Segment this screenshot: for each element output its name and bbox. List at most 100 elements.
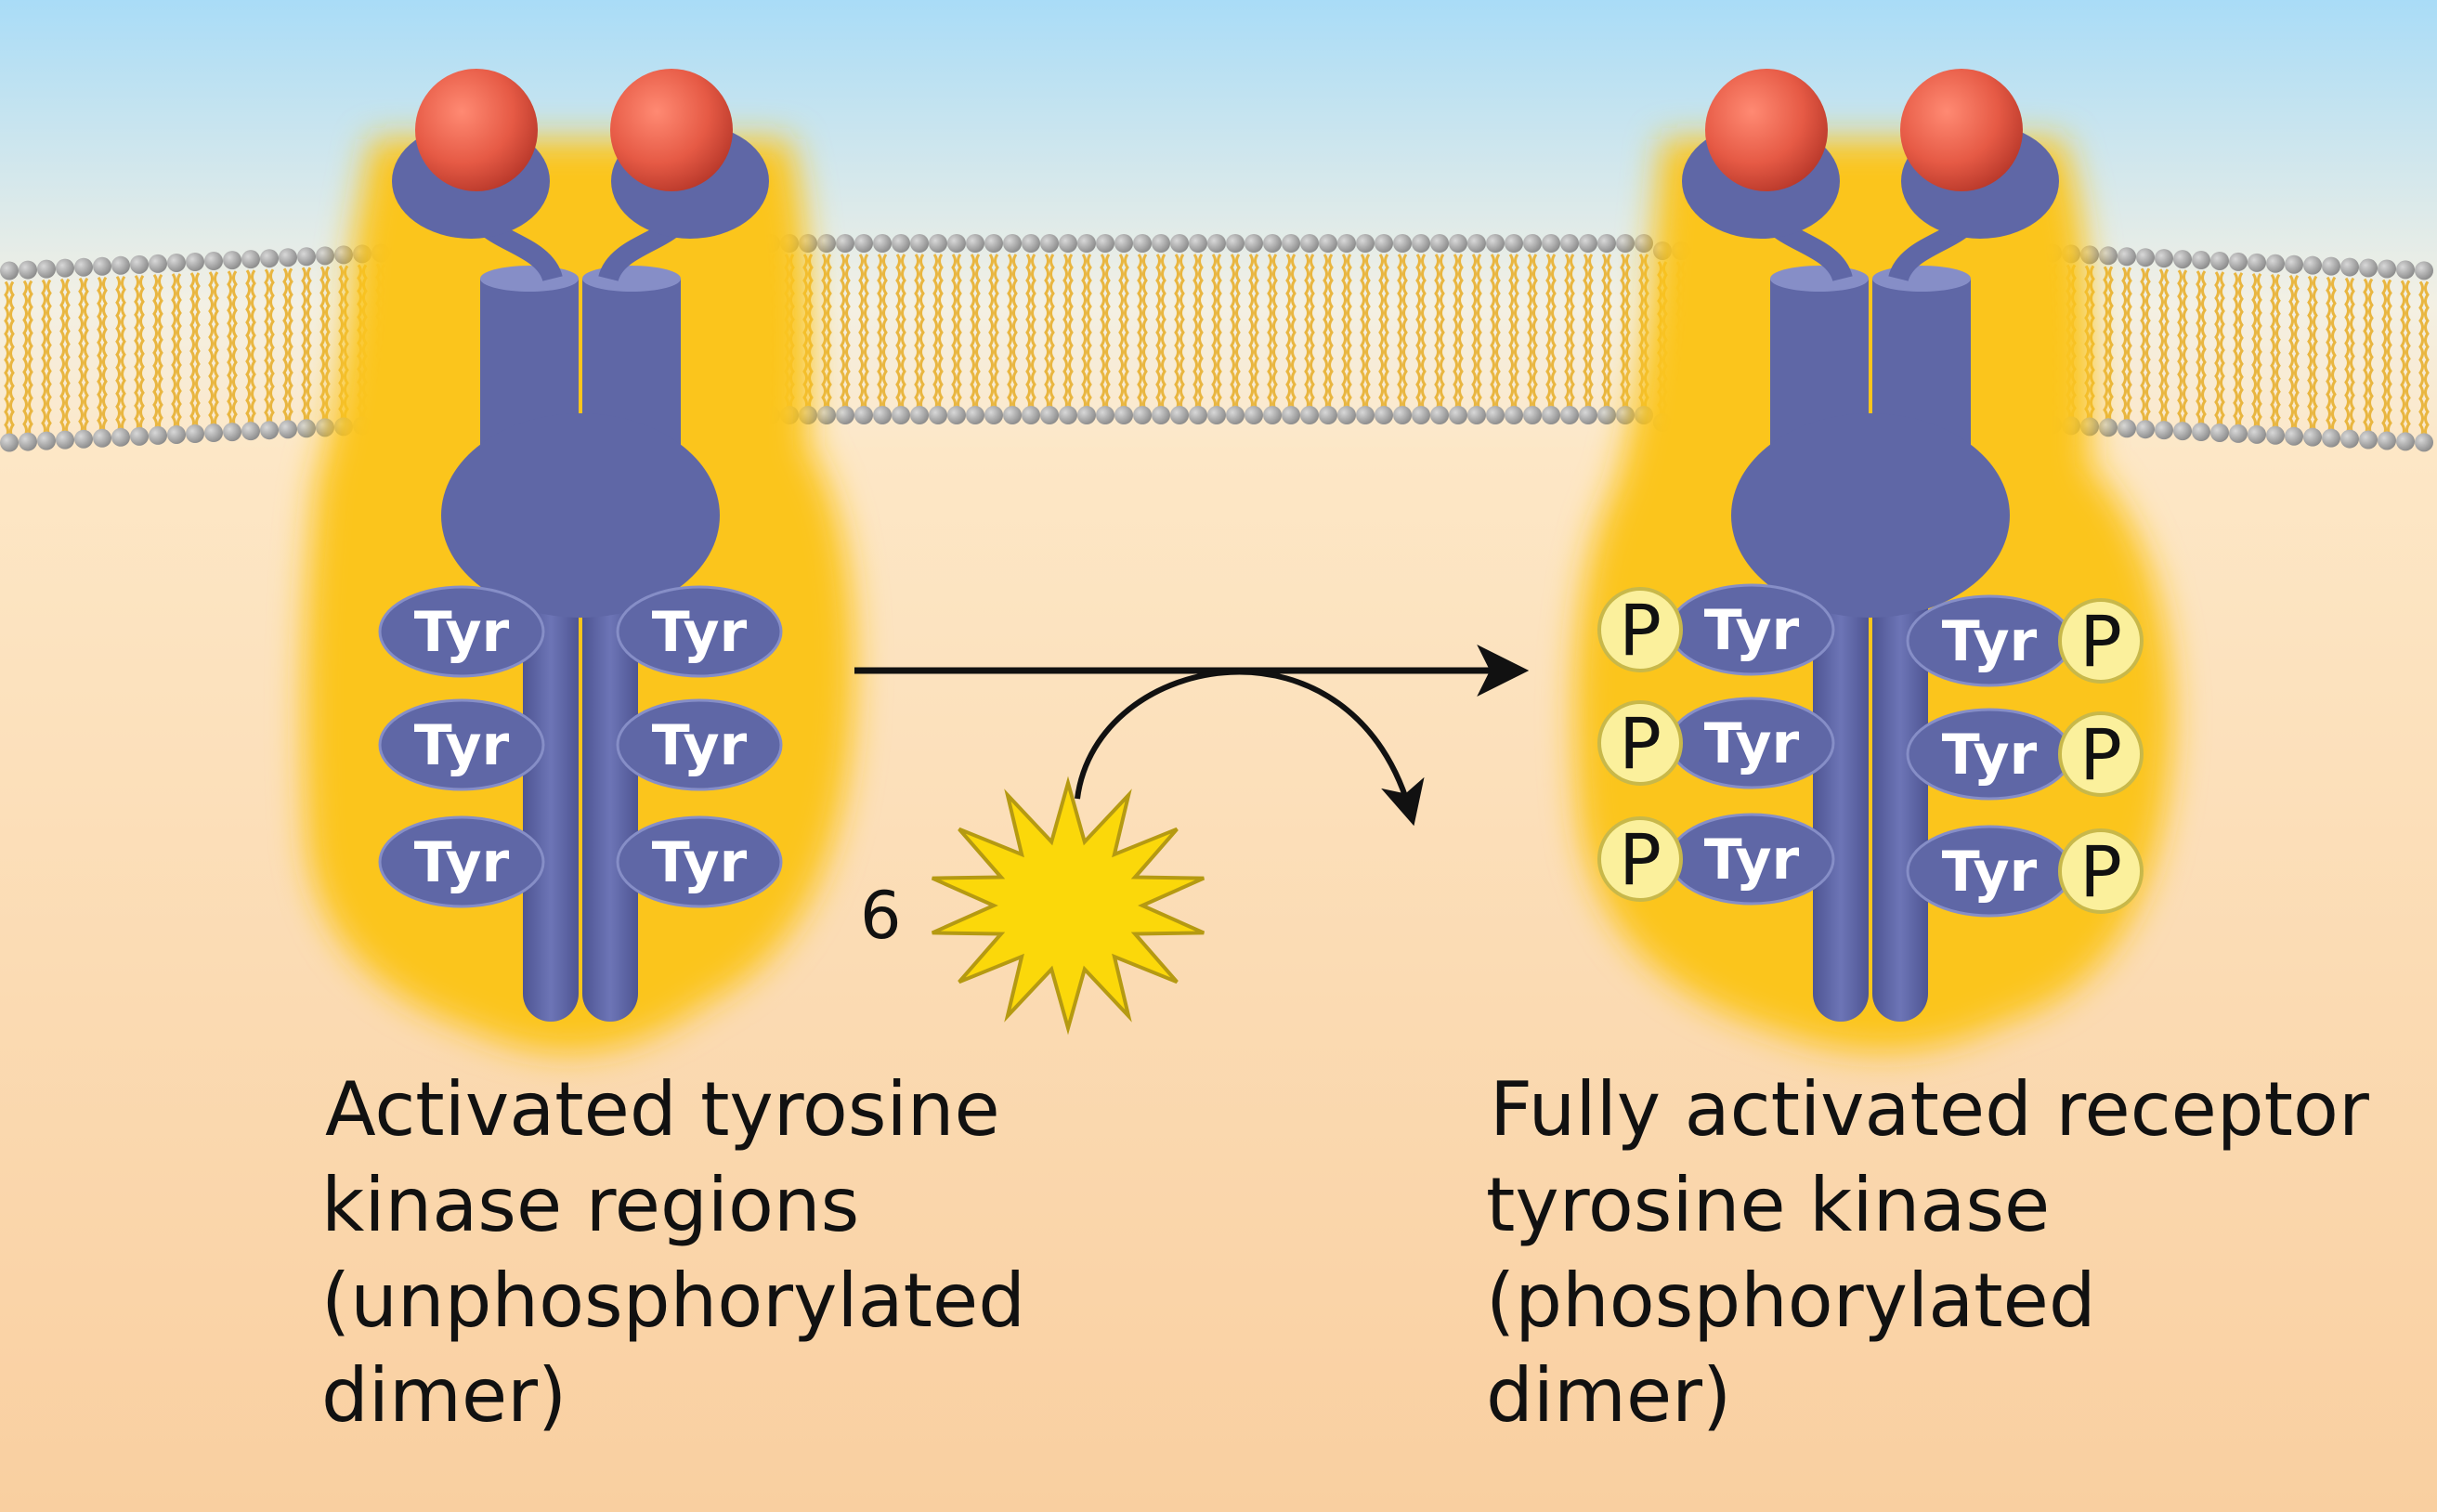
lipid-head — [2340, 429, 2359, 449]
lipid-tail — [1360, 254, 1365, 411]
lipid-head — [873, 234, 892, 253]
helix-top-cap — [1872, 266, 1971, 292]
lipid-head — [167, 253, 186, 272]
lipid-head — [1356, 406, 1375, 424]
lipid-tail — [827, 254, 832, 411]
lipid-tail — [171, 273, 176, 431]
lipid-head — [1449, 406, 1467, 424]
lipid-tail — [1490, 254, 1495, 411]
red-sphere-icon — [1705, 69, 1828, 191]
lipid-head — [2322, 428, 2340, 448]
lipid-head — [0, 261, 19, 280]
lipid-head — [929, 406, 947, 424]
lipid-head — [1300, 406, 1319, 424]
phosphate-label: P — [1619, 818, 1662, 901]
lipid-tail — [1397, 254, 1402, 411]
lipid-head — [1486, 406, 1505, 424]
lipid-head — [1579, 406, 1597, 424]
lipid-head — [56, 258, 74, 278]
lipid-head — [1542, 234, 1560, 253]
lipid-tail — [1625, 254, 1631, 411]
lipid-head — [2210, 251, 2229, 270]
lipid-tail — [2201, 270, 2207, 428]
lipid-head — [1412, 234, 1430, 253]
lipid-tail — [282, 267, 288, 426]
lipid-tail — [2381, 279, 2387, 437]
lipid-tail — [1384, 254, 1389, 411]
lipid-tail — [2090, 265, 2095, 424]
lipid-head — [1170, 406, 1189, 424]
lipid-tail — [901, 254, 906, 411]
lipid-tail — [1012, 254, 1018, 411]
lipid-tail — [306, 267, 312, 425]
lipid-head — [1486, 234, 1505, 253]
lipid-tail — [325, 266, 331, 424]
lipid-head — [1003, 234, 1022, 253]
lipid-head — [910, 406, 929, 424]
lipid-tail — [1291, 254, 1297, 411]
lipid-tail — [882, 254, 888, 411]
lipid-head — [836, 234, 854, 253]
phosphate-circle-icon — [1597, 700, 1683, 786]
lipid-tail — [1267, 254, 1272, 411]
lipid-head — [1003, 406, 1022, 424]
lipid-head — [1263, 406, 1282, 424]
lipid-tail — [2220, 271, 2225, 429]
phosphate-circle-icon — [1597, 587, 1683, 672]
lipid-tail — [1068, 254, 1074, 411]
caption-right-line-1: Fully activated receptor — [1490, 1066, 2369, 1153]
red-sphere-icon — [610, 69, 733, 191]
lipid-head — [1152, 234, 1170, 253]
tyrosine-domain — [616, 815, 783, 908]
lipid-head — [2229, 424, 2248, 443]
tyr-label: Tyr — [414, 830, 510, 895]
lipid-tail — [858, 254, 864, 411]
lipid-head — [1635, 234, 1653, 253]
lipid-tail — [121, 275, 126, 434]
lipid-tail — [877, 254, 882, 411]
lipid-tail — [251, 269, 256, 428]
lipid-tail — [41, 279, 46, 437]
lipid-tail — [288, 267, 293, 426]
lipid-tail — [78, 277, 84, 436]
lipid-head — [1542, 406, 1560, 424]
lipid-tail — [994, 254, 999, 411]
lipid-tail — [102, 276, 108, 435]
lipid-head — [2359, 430, 2378, 450]
phosphate-label: P — [1619, 702, 1662, 785]
lipid-head — [2378, 431, 2396, 450]
lipid-head — [873, 406, 892, 424]
lipid-head — [1133, 406, 1152, 424]
lipid-head — [223, 423, 241, 442]
lipid-tail — [2294, 274, 2300, 433]
lipid-tail — [1583, 254, 1588, 411]
lipid-tail — [232, 270, 238, 428]
lipid-head — [1523, 234, 1542, 253]
lipid-tail — [1179, 254, 1185, 411]
lipid-head — [2359, 258, 2378, 278]
lipid-tail — [301, 267, 306, 425]
starburst-icon — [931, 776, 1205, 1036]
lipid-head — [947, 234, 966, 253]
lipid-tail — [1161, 254, 1166, 411]
lipid-head — [1189, 406, 1207, 424]
lipid-tail — [957, 254, 962, 411]
lipid-head — [2396, 432, 2415, 451]
lipid-head — [56, 430, 74, 450]
lipid-head — [1207, 406, 1226, 424]
lipid-tail — [65, 278, 71, 437]
caption-right-line-2: tyrosine kinase — [1486, 1162, 2050, 1248]
lipid-tail — [214, 271, 219, 429]
tyr-label: Tyr — [414, 713, 510, 778]
lipid-tail — [2196, 270, 2201, 428]
lipid-head — [167, 424, 186, 444]
lipid-tail — [1254, 254, 1259, 411]
lipid-head — [892, 234, 910, 253]
lipid-head — [1114, 234, 1133, 253]
caption-left-line-3: (unphosphorylated — [321, 1258, 1025, 1344]
lipid-tail — [2158, 268, 2164, 427]
lipid-tail — [932, 254, 938, 411]
lipid-head — [1096, 234, 1114, 253]
lipid-head — [1560, 234, 1579, 253]
